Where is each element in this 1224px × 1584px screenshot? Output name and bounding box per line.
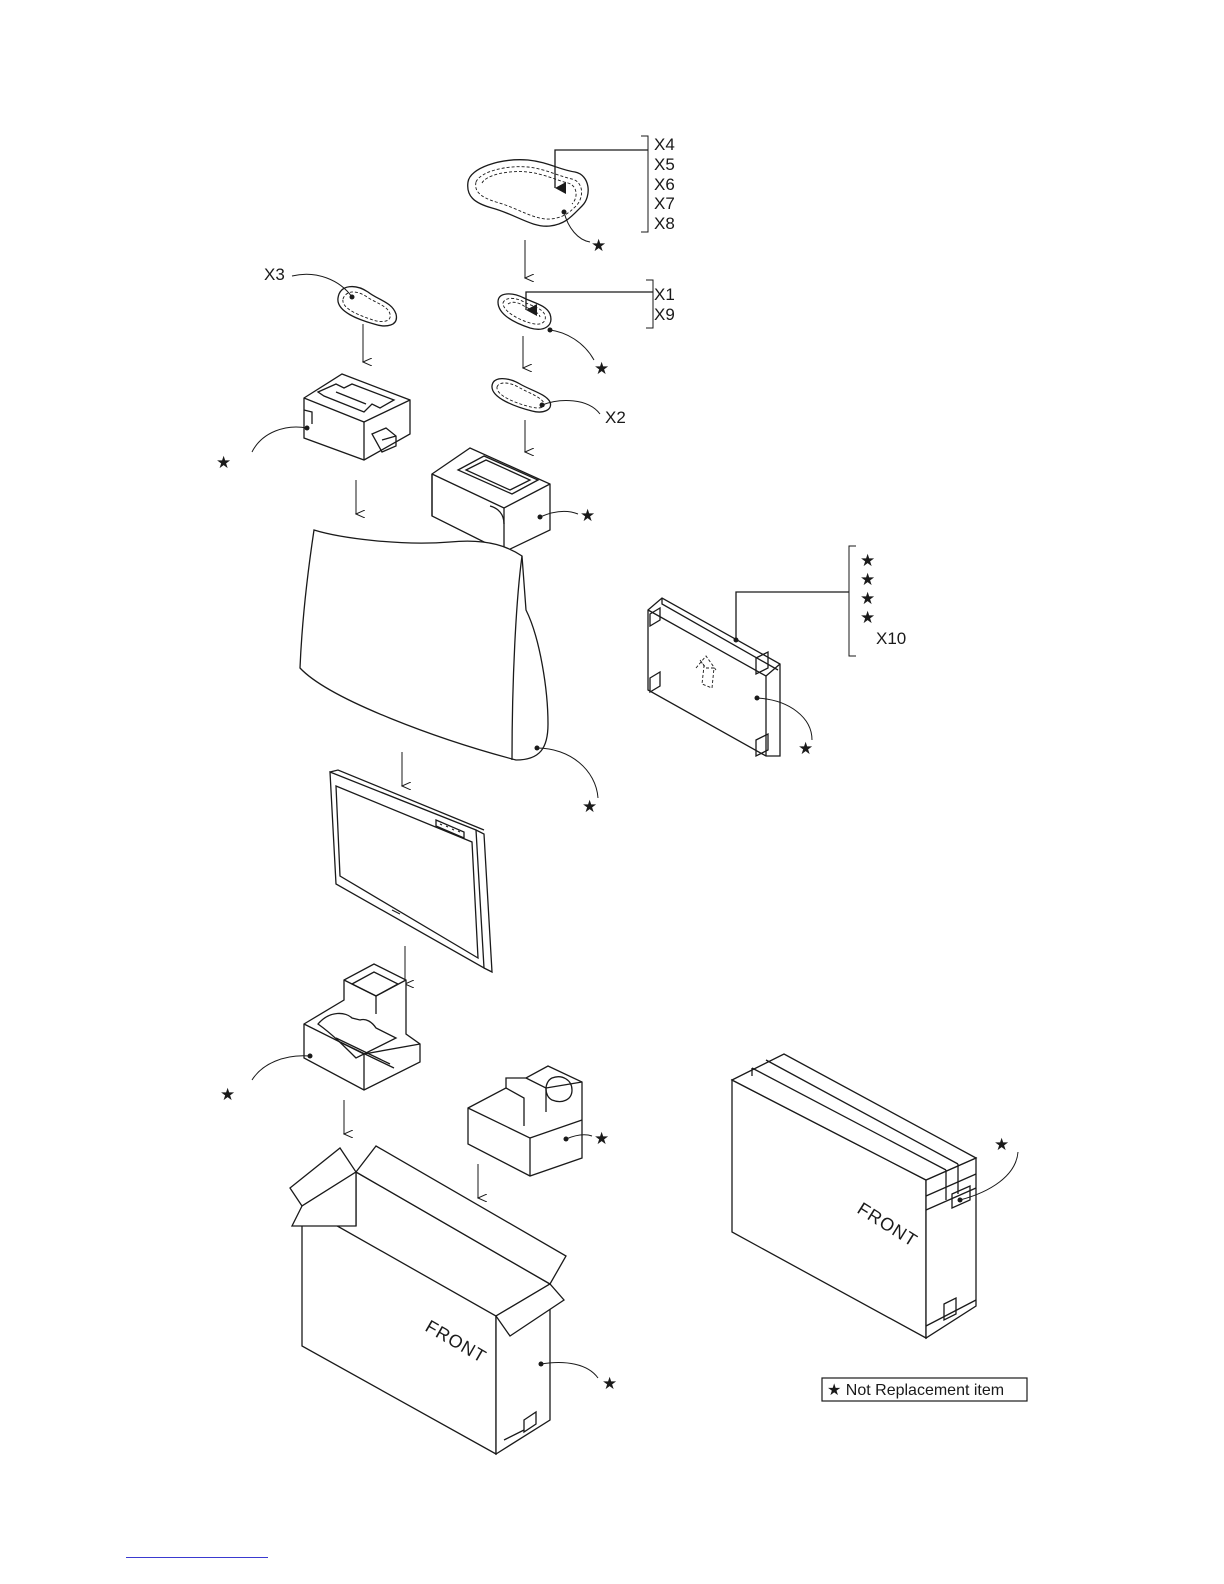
star-back-panel-2: ★ (860, 570, 875, 589)
cushion-top-right (432, 448, 550, 552)
star-back-panel-cushion: ★ (798, 739, 813, 758)
bracket-back-panel (734, 546, 857, 656)
star-bag-large: ★ (591, 236, 606, 255)
accessory-bag-small-left (338, 287, 397, 326)
label-x4: X4 (654, 135, 675, 154)
carton-open (290, 1146, 566, 1454)
carton-closed (732, 1054, 976, 1338)
tv-panel (330, 770, 492, 972)
label-x6: X6 (654, 175, 675, 194)
label-x2: X2 (605, 408, 626, 427)
label-x10: X10 (876, 629, 906, 648)
footer-link-underline[interactable] (126, 1557, 268, 1558)
star-cushion-top-right: ★ (580, 506, 595, 525)
label-x7: X7 (654, 194, 675, 213)
legend-text: ★ Not Replacement item (827, 1382, 1004, 1399)
star-cushion-bottom-right: ★ (594, 1129, 609, 1148)
cushion-bottom-right (468, 1066, 582, 1176)
label-x9: X9 (654, 305, 675, 324)
star-back-panel-4: ★ (860, 608, 875, 627)
star-carton-closed: ★ (994, 1135, 1009, 1154)
cushion-top-left (304, 374, 410, 460)
back-panel-cushion (648, 598, 780, 756)
star-protective-cover: ★ (582, 797, 597, 816)
label-x5: X5 (654, 155, 675, 174)
accessory-bag-large (468, 160, 588, 226)
star-back-panel-1: ★ (860, 551, 875, 570)
star-bag-medium: ★ (594, 359, 609, 378)
cushion-bottom-left (304, 964, 420, 1090)
label-x3: X3 (264, 265, 285, 284)
star-cushion-bottom-left: ★ (220, 1085, 235, 1104)
label-x1: X1 (654, 285, 675, 304)
star-carton-open: ★ (602, 1374, 617, 1393)
leader-protective-cover (535, 746, 599, 799)
leader-bag-medium (548, 328, 595, 361)
star-back-panel-3: ★ (860, 589, 875, 608)
star-cushion-top-left: ★ (216, 453, 231, 472)
accessory-bag-medium (498, 294, 551, 329)
label-x8: X8 (654, 214, 675, 233)
leader-cushion-top-left (252, 426, 310, 453)
protective-cover (300, 530, 548, 760)
